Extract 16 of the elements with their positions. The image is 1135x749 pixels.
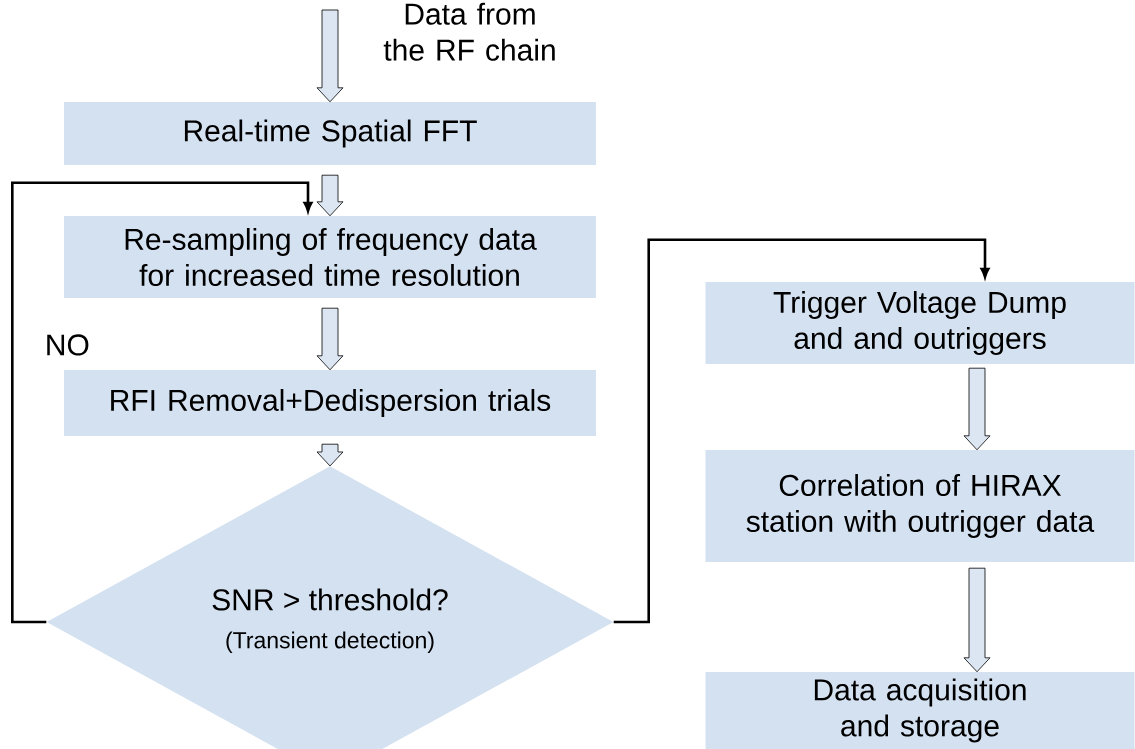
block-arrow xyxy=(963,367,991,451)
block-arrow xyxy=(316,307,344,371)
block-arrow xyxy=(963,567,991,673)
process-box: Real-time Spatial FFT xyxy=(64,102,596,165)
process-box: Correlation of HIRAX station with outrigger data xyxy=(705,450,1135,562)
arrow xyxy=(613,238,990,624)
block-arrow xyxy=(316,443,344,467)
block-arrow xyxy=(316,9,344,103)
block-arrow xyxy=(316,174,344,217)
arrow xyxy=(11,181,313,624)
edge-label: Data from the RF chain xyxy=(383,2,555,61)
process-box: RFI Removal+Dedispersion trials xyxy=(64,370,596,436)
edge-label: NO xyxy=(47,334,89,356)
process-box: Re-sampling of frequency data for increased time resolution xyxy=(64,216,596,298)
process-box: Trigger Voltage Dump and and outriggers xyxy=(705,282,1135,364)
process-box: Data acquisition and storage xyxy=(705,672,1135,749)
